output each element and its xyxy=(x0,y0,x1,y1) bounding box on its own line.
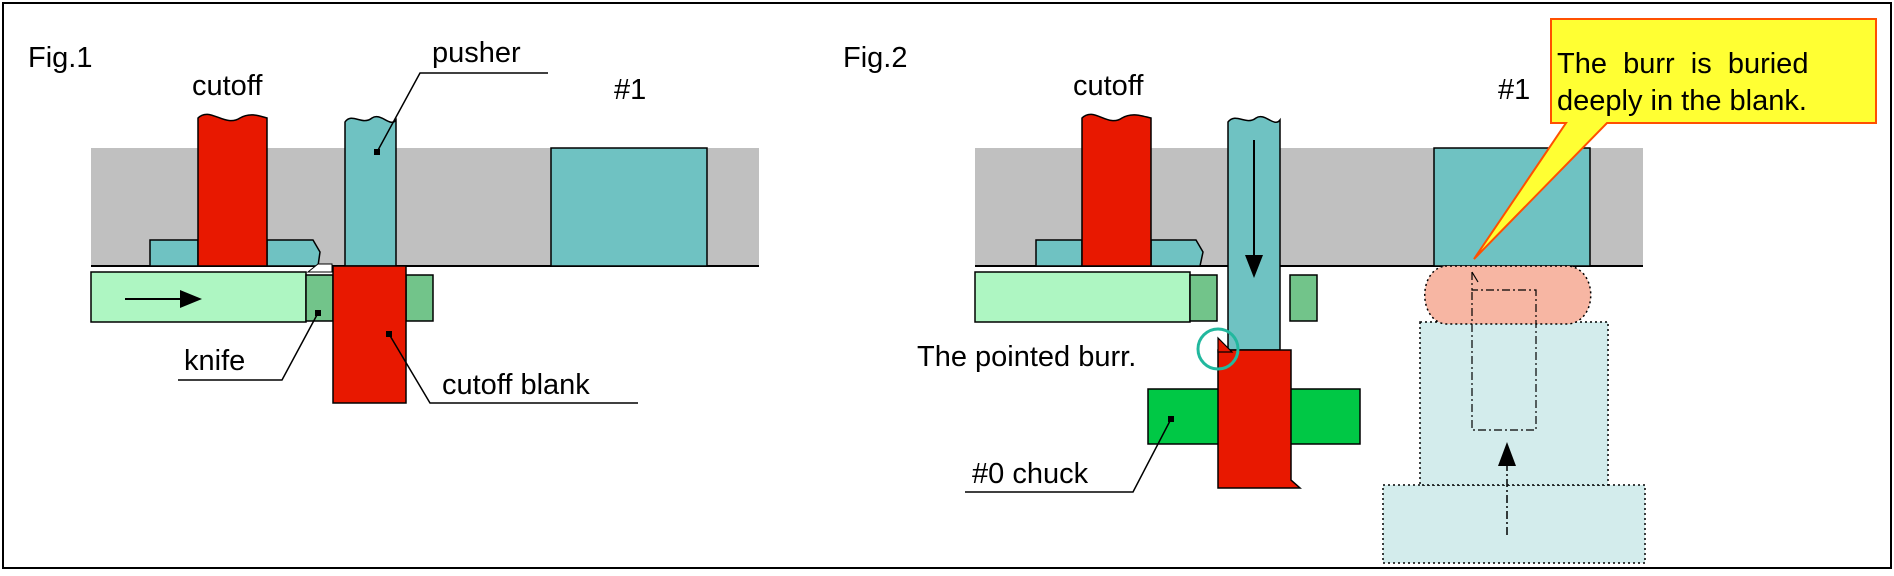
fig2-label-station: #1 xyxy=(1498,74,1530,106)
fig1-pusher xyxy=(344,115,397,267)
fig2-label-cutoff: cutoff xyxy=(1073,70,1144,102)
fig1-knife-right xyxy=(405,274,434,322)
fig2-chuck-leader-dot xyxy=(1168,416,1174,422)
fig1-pusher-leader xyxy=(376,72,548,153)
fig2-title: Fig.2 xyxy=(843,42,907,74)
fig2-punch-body xyxy=(1419,321,1609,486)
fig2-knife-left xyxy=(1189,274,1218,322)
fig2-chuck-leader xyxy=(965,418,1172,493)
fig2-label-chuck: #0 chuck xyxy=(972,458,1089,490)
fig2-label-pointed-burr: The pointed burr. xyxy=(917,341,1136,373)
fig2-kickout-base xyxy=(1382,484,1646,564)
fig2-callout-line2: deeply in the blank. xyxy=(1557,85,1807,117)
fig2-blank xyxy=(1217,349,1302,489)
fig1-title: Fig.1 xyxy=(28,42,92,74)
fig2-buried-burr xyxy=(1471,271,1479,283)
fig2-pusher-arrow xyxy=(1245,140,1263,278)
fig1-station1-die xyxy=(550,147,708,267)
fig1-blank-leader xyxy=(388,333,638,404)
fig2-group: Fig.2 The pointed burr. # xyxy=(843,18,1877,564)
fig1-label-cutoff-blank: cutoff blank xyxy=(442,369,590,401)
fig2-upset-blank xyxy=(1424,265,1592,325)
fig1-group: Fig.1 cutoff pusher #1 xyxy=(28,37,759,404)
fig2-up-arrow xyxy=(1498,442,1516,535)
fig1-label-pusher: pusher xyxy=(432,37,521,69)
fig1-label-cutoff: cutoff xyxy=(192,70,263,102)
fig1-wire-stock xyxy=(90,271,307,323)
fig2-callout-bubble xyxy=(1473,18,1877,260)
fig2-burr xyxy=(1217,336,1234,353)
fig2-burr-highlight xyxy=(1196,327,1240,371)
fig2-buried-blank-outline xyxy=(1471,272,1537,431)
fig1-cutoff-quill xyxy=(197,113,268,267)
fig2-callout-line1: The burr is buried xyxy=(1557,48,1808,80)
fig1-label-knife: knife xyxy=(184,345,245,377)
fig1-feed-arrow xyxy=(125,290,202,308)
fig1-knife-leader-dot xyxy=(315,310,321,316)
fig1-knife-leader xyxy=(178,312,319,381)
fig1-knife-sliver xyxy=(306,263,333,273)
fig2-wire-stock xyxy=(974,271,1191,323)
fig2-knife-right xyxy=(1289,274,1318,322)
fig1-label-station: #1 xyxy=(614,74,646,106)
fig2-cutoff-quill xyxy=(1081,113,1152,267)
fig1-cutoff-blank xyxy=(332,265,407,404)
